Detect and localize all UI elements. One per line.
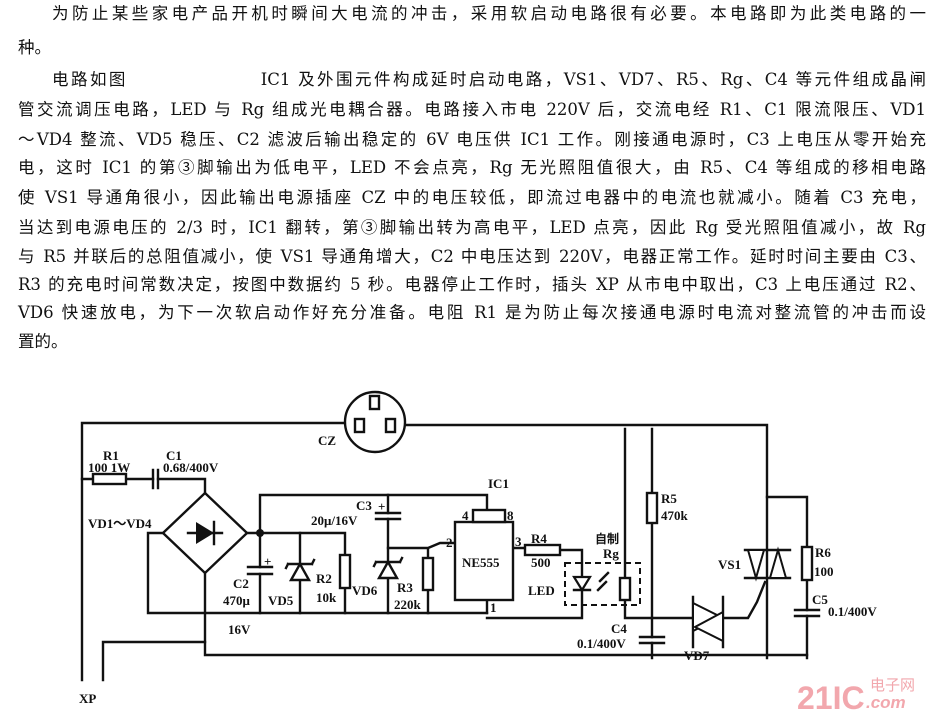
paragraph-line: 置的。 [18, 332, 68, 351]
resistor-r5 [645, 491, 659, 525]
label-c4: C4 [611, 621, 627, 636]
capacitor-c2 [246, 565, 274, 576]
label-r4-value: 500 [531, 555, 551, 570]
label-c4-value: 0.1/400V [577, 636, 626, 651]
label-c5-value: 0.1/400V [828, 604, 877, 619]
label-pin3: 3 [515, 534, 522, 549]
optocoupler [564, 562, 641, 606]
watermark-domain: .com [866, 693, 906, 712]
ic-ne555 [453, 508, 515, 602]
label-r4: R4 [531, 531, 547, 546]
zener-vd5 [284, 558, 316, 582]
paragraph-line: ～VD4 整流、VD5 稳压、C2 滤波后输出稳定的 6V 电压供 IC1 工作… [18, 130, 926, 149]
paragraph-line: 为防止某些家电产品开机时瞬间大电流的冲击，采用软启动电路很有必要。本电路即为此类… [52, 4, 926, 23]
resistor-r2 [338, 553, 352, 590]
label-r3: R3 [397, 580, 413, 595]
resistor-r1 [91, 472, 128, 486]
label-r1: R1 [103, 448, 119, 463]
label-rg: Rg [603, 546, 619, 561]
paragraph-line: 使 VS1 导通角很小，因此输出电源插座 CZ 中的电压较低，即流过电器中的电流… [18, 188, 926, 207]
diac-vd7 [691, 595, 725, 649]
label-r6-value: 100 [814, 564, 834, 579]
bridge-rectifier [161, 491, 249, 575]
paragraph-line: 与 R5 并联后的总阻值减小，使 VS1 导通角增大，C2 中电压达到 220V… [18, 247, 926, 266]
label-led: LED [528, 583, 555, 598]
capacitor-c1 [151, 468, 160, 490]
junction-dot [256, 529, 264, 537]
label-c2: C2 [233, 576, 249, 591]
triac-vs1 [743, 546, 792, 582]
capacitor-c4 [638, 635, 666, 645]
label-c1: C1 [166, 448, 182, 463]
paragraph-line: R3 的充电时间常数决定，按图中数据约 5 秒。电器停止工作时，插头 XP 从市… [18, 275, 926, 294]
label-xp: XP [79, 691, 96, 706]
capacitor-c3 [374, 511, 402, 521]
zener-vd6 [372, 556, 404, 580]
label-pin1: 1 [490, 600, 497, 615]
label-bridge: VD1～VD4 [88, 516, 152, 531]
watermark-logo: 21IC 电子网 .com [797, 677, 915, 716]
label-c1-value: 0.68/400V [163, 460, 219, 475]
label-ic1: IC1 [488, 476, 509, 491]
label-ic-chip: NE555 [462, 555, 500, 570]
paragraph-line: 种。 [18, 38, 51, 57]
label-c3-value: 20μ/16V [311, 513, 358, 528]
watermark-brand: 21IC [797, 680, 865, 716]
label-c2-voltage: 16V [228, 622, 251, 637]
watermark-cn: 电子网 [870, 677, 915, 694]
label-r3-value: 220k [394, 597, 422, 612]
label-r1-value: 100 1W [88, 460, 130, 475]
label-c3-plus: + [378, 499, 385, 514]
label-c3: C3 [356, 498, 372, 513]
label-cz: CZ [318, 433, 336, 448]
label-selfmade: 自制 [595, 531, 619, 546]
label-c2-value: 470μ [223, 593, 251, 608]
paragraph-line: 电路如图 IC1 及外围元件构成延时启动电路，VS1、VD7、R5、Rg、C4 … [52, 70, 926, 89]
resistor-r4 [523, 543, 562, 557]
socket-cz [343, 390, 407, 454]
label-pin8: 8 [507, 508, 514, 523]
label-pin2: 2 [446, 535, 453, 550]
label-vd6: VD6 [352, 583, 378, 598]
label-c5: C5 [812, 592, 828, 607]
resistor-r3 [421, 556, 435, 592]
label-vd7: VD7 [684, 648, 710, 663]
label-vs1: VS1 [718, 557, 741, 572]
paragraph-line: VD6 快速放电，为下一次软启动作好充分准备。电阻 R1 是为防止每次接通电源时… [18, 303, 926, 322]
paragraph-line: 当达到电源电压的 2/3 时，IC1 翻转，第③脚输出转为高电平，LED 点亮，… [18, 218, 926, 237]
capacitor-c5 [793, 608, 821, 618]
wires [80, 421, 809, 682]
resistor-r6 [800, 545, 814, 582]
label-c2-plus: + [264, 554, 271, 569]
paragraph-line: 管交流调压电路，LED 与 Rg 组成光电耦合器。电路接入市电 220V 后，交… [18, 100, 926, 119]
label-r2-value: 10k [316, 590, 337, 605]
label-vd5: VD5 [268, 593, 294, 608]
label-r5-value: 470k [661, 508, 689, 523]
label-r6: R6 [815, 545, 831, 560]
label-pin4: 4 [462, 508, 469, 523]
label-r2: R2 [316, 571, 332, 586]
paragraph-line: 电，这时 IC1 的第③脚输出为低电平，LED 不会点亮，Rg 无光照阻值很大，… [18, 158, 926, 177]
component-labels: R1 100 1W C1 0.68/400V CZ VD1～VD4 C2 470… [79, 433, 877, 706]
label-r5: R5 [661, 491, 677, 506]
